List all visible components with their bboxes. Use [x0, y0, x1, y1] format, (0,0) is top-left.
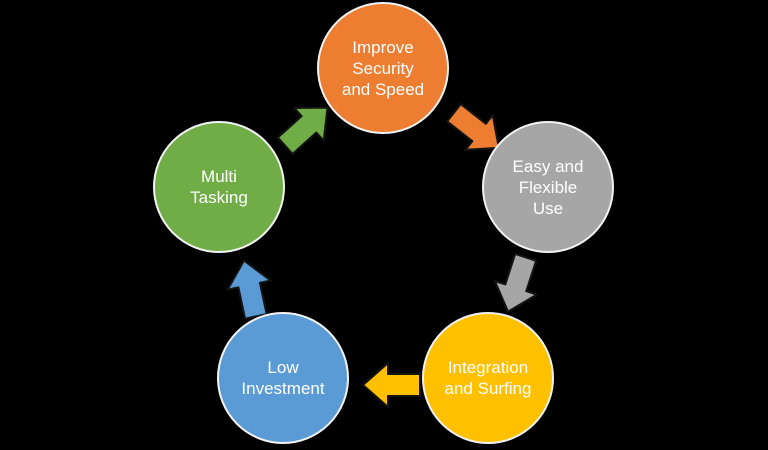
node-multi-tasking: Multi Tasking: [153, 121, 285, 253]
node-improve-security-and-speed: Improve Security and Speed: [317, 2, 449, 134]
arrow-integration-to-low-icon: [362, 362, 421, 408]
node-label: Low Investment: [241, 358, 325, 398]
arrow-improve-to-easy-icon: [446, 103, 500, 151]
node-label: Integration and Surfing: [444, 358, 532, 398]
node-integration-and-surfing: Integration and Surfing: [422, 312, 554, 444]
node-label: Easy and Flexible Use: [512, 156, 584, 218]
node-label: Multi Tasking: [190, 167, 248, 207]
arrow-low-to-multi-icon: [226, 259, 272, 320]
node-low-investment: Low Investment: [217, 312, 349, 444]
node-easy-and-flexible-use: Easy and Flexible Use: [482, 121, 614, 253]
node-label: Improve Security and Speed: [341, 37, 425, 99]
arrow-easy-to-integration-icon: [493, 252, 538, 313]
arrow-multi-to-improve-icon: [276, 106, 329, 155]
